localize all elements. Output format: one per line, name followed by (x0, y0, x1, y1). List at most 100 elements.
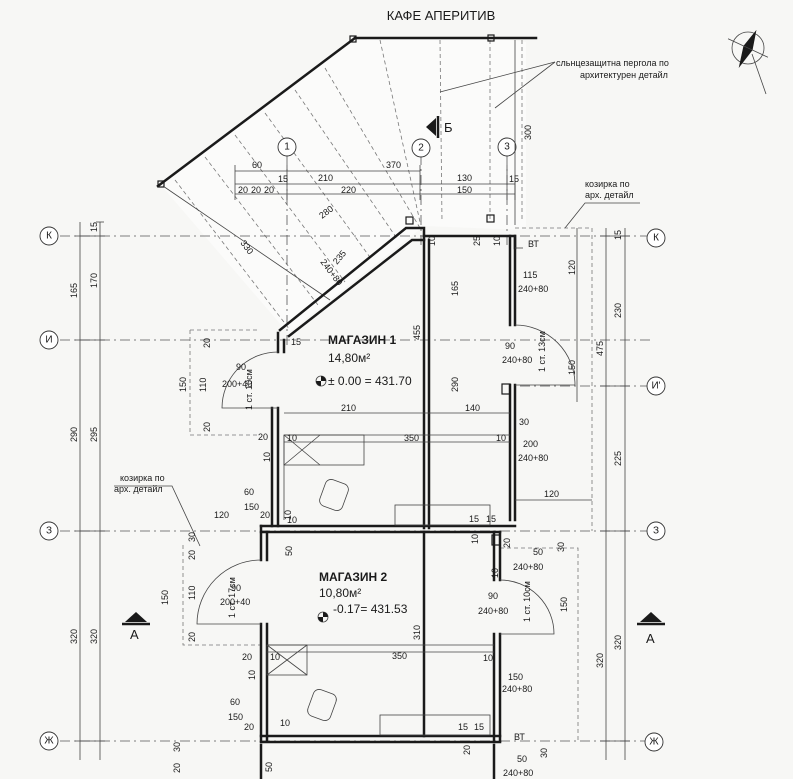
door-step-3: 1 ст. 17см (227, 577, 237, 618)
dim-15-m1: 15 (291, 337, 301, 347)
dim-10-e: 10 (262, 452, 272, 462)
dim-320-right-b: 320 (613, 635, 623, 650)
dim-150-b: 150 (508, 672, 523, 682)
grid-bubble-zh-left: Ж (39, 731, 59, 751)
svg-text:Ж: Ж (44, 736, 54, 747)
dim-10-i: 10 (490, 568, 500, 578)
dim-350-a: 350 (404, 433, 419, 443)
dim-200-40-a: 200+40 (222, 379, 252, 389)
svg-text:И: И (45, 335, 52, 346)
dim-30-m2d: 30 (539, 748, 549, 758)
dim-20-m2a: 20 (502, 538, 512, 548)
dim-15-right: 15 (613, 230, 623, 240)
dim-110-m2: 110 (187, 586, 197, 600)
room-1-level: ± 0.00 = 431.70 (328, 374, 412, 388)
room-2-area: 10,80м² (319, 586, 361, 600)
dim-150-top: 150 (457, 185, 472, 195)
dim-10-c: 10 (287, 433, 297, 443)
svg-text:2: 2 (418, 143, 424, 154)
dim-240-80-a: 240+80 (518, 284, 548, 294)
svg-text:К: К (46, 231, 52, 242)
dim-50-c: 50 (264, 762, 274, 772)
grid-bubble-zh-right: Ж (644, 732, 664, 752)
dim-20-c: 20 (264, 185, 274, 195)
dim-225-right: 225 (613, 451, 623, 466)
dim-115: 115 (523, 270, 537, 280)
dim-150-a: 150 (244, 502, 259, 512)
dim-15-a: 15 (278, 174, 288, 184)
pergola-note-line2: архитектурен детайл (580, 70, 668, 80)
dim-320-left-a: 320 (69, 629, 79, 644)
dim-10-g: 10 (287, 515, 297, 525)
dim-20-m2b: 20 (187, 550, 197, 560)
dim-90-b: 90 (488, 591, 498, 601)
dim-20-m1a: 20 (202, 338, 212, 348)
dim-320-left-b: 320 (89, 629, 99, 644)
dim-230-right: 230 (613, 303, 623, 318)
dim-10-b: 10 (427, 236, 437, 246)
dim-150-c: 150 (228, 712, 243, 722)
dim-20-m1d: 20 (260, 510, 270, 520)
room-1-area: 14,80м² (328, 351, 370, 365)
dim-50-b: 50 (533, 547, 543, 557)
dim-10-k: 10 (483, 653, 493, 663)
vt-label-bottom: ВТ (514, 732, 525, 742)
walls-magazin-1 (259, 226, 523, 534)
section-mark-a-right: А (637, 612, 665, 646)
pergola-note-line1: сльнцезащитна пергола по (556, 58, 669, 68)
dim-240-80-b: 240+80 (502, 355, 532, 365)
dim-165-left: 165 (69, 283, 79, 298)
dim-10-h: 10 (470, 534, 480, 544)
dim-455: 455 (412, 325, 422, 340)
grid-bubble-i-left: И (39, 330, 59, 350)
dim-130: 130 (457, 173, 472, 183)
dim-30-a: 30 (519, 417, 529, 427)
top-dimensions (234, 165, 516, 200)
dim-370: 370 (386, 160, 401, 170)
pergola (156, 34, 538, 333)
svg-text:З: З (653, 526, 659, 537)
svg-text:И': И' (651, 381, 660, 392)
svg-text:1: 1 (284, 142, 290, 153)
dim-15-left: 15 (89, 222, 99, 232)
dim-90-m1: 90 (236, 362, 246, 372)
dim-15-m2a: 15 (458, 722, 468, 732)
grid-bubble-i2-right: И' (646, 376, 666, 396)
dim-290-left: 290 (69, 427, 79, 442)
room-2-level: -0.17= 431.53 (333, 602, 408, 616)
dim-15-m1c: 15 (486, 514, 496, 524)
dim-170-left: 170 (89, 273, 99, 288)
svg-text:3: 3 (504, 142, 510, 153)
svg-text:А: А (646, 631, 655, 646)
dim-210-int: 210 (341, 403, 356, 413)
grid-bubble-col-3: 3 (497, 137, 517, 157)
kozirka-left-line2: арх. детайл (114, 484, 163, 494)
right-dimensions (576, 228, 630, 760)
dim-15-m2b: 15 (474, 722, 484, 732)
dim-110-m1: 110 (198, 378, 208, 392)
grid-bubble-k-left: К (39, 226, 59, 246)
dim-150-right: 150 (567, 360, 577, 375)
dim-475-right: 475 (595, 341, 605, 356)
dim-30-m2c: 30 (172, 742, 182, 752)
dim-350-b: 350 (392, 651, 407, 661)
dim-90-a: 90 (505, 341, 515, 351)
door-step-1: 1 ст. 10см (244, 369, 254, 410)
dim-10-l: 10 (247, 670, 257, 680)
dim-15-b: 15 (509, 174, 519, 184)
dim-140: 140 (465, 403, 480, 413)
dim-90-m2: 90 (231, 583, 241, 593)
dim-20-a: 20 (238, 185, 248, 195)
dim-150-m1: 150 (178, 377, 188, 392)
svg-text:А: А (130, 627, 139, 642)
dim-320-right-a: 320 (595, 653, 605, 668)
door-step-2: 1 ст. 13см (537, 331, 547, 372)
dim-25: 25 (472, 236, 482, 246)
dim-20-m2g: 20 (462, 745, 472, 755)
dim-20-m1c: 20 (258, 432, 268, 442)
dim-20-m2f: 20 (172, 763, 182, 773)
walls-magazin-2 (259, 524, 502, 779)
dim-300: 300 (523, 125, 533, 140)
grid-bubble-col-1: 1 (277, 137, 297, 157)
dim-200-40-b: 200+40 (220, 597, 250, 607)
